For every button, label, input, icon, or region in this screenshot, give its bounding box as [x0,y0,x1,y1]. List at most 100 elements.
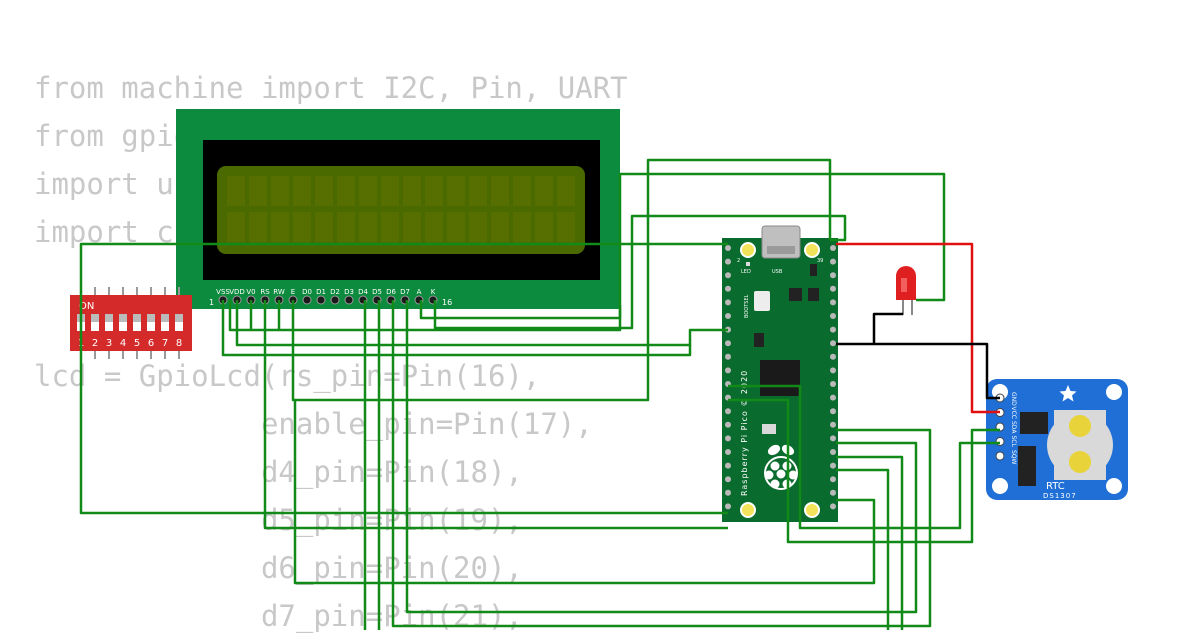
wire[interactable] [221,300,692,357]
wire[interactable] [728,398,1000,544]
pico-pin[interactable] [830,408,836,415]
dip-switch-lever-knob[interactable] [91,314,99,322]
lcd-cell [359,212,377,242]
pico-led-label: LED [741,269,751,275]
chip [808,288,819,301]
pico-pin[interactable] [830,367,836,374]
dip-switch-lever-knob[interactable] [147,314,155,322]
pico-pin[interactable] [830,462,836,469]
wire[interactable] [263,345,728,530]
pico-pin[interactable] [830,449,836,455]
pico-pin[interactable] [725,435,731,442]
pico-pin[interactable] [830,340,836,347]
wire[interactable] [79,330,728,515]
wire[interactable] [728,384,1000,530]
wire[interactable] [79,242,728,330]
dip-switch-lever[interactable] [91,314,99,331]
dip-switch-lever[interactable] [133,314,141,331]
wire[interactable] [433,214,847,330]
lcd-pin-label: VDD [229,288,245,296]
pico-pin[interactable] [725,408,731,415]
dip-switch-leg [178,351,180,359]
wire[interactable] [419,172,946,320]
dip-switch-lever[interactable] [105,314,113,331]
pico-pin[interactable] [830,476,836,483]
wire[interactable] [836,455,904,630]
pico-pin[interactable] [830,435,836,442]
dip-switch-lever-knob[interactable] [133,314,141,322]
pico-pin[interactable] [830,489,836,496]
rtc-mount-hole [992,478,1008,494]
dip-switch-lever-knob[interactable] [119,314,127,322]
pico-pin[interactable] [830,353,836,360]
lcd-pin[interactable] [330,295,340,305]
lcd-cell [337,176,355,206]
dip-switch-leg [136,287,138,295]
pico-pin[interactable] [725,272,731,279]
pico-pin[interactable] [830,299,836,306]
power-wire[interactable] [836,242,1000,414]
dip-switch-leg [108,287,110,295]
pico-pin[interactable] [725,503,731,510]
dip-switch-lever[interactable] [175,314,183,331]
dip-switch-lever-knob[interactable] [105,314,113,322]
pico-pin[interactable] [725,449,731,455]
wire[interactable] [391,300,932,628]
pico-pin[interactable] [830,503,836,510]
dip-switch-on-label: ON [79,301,94,312]
pico-pin[interactable] [830,272,836,279]
pico-pin[interactable] [830,285,836,292]
ground-wire[interactable] [836,342,1000,400]
pico-pin[interactable] [725,299,731,306]
dip-switch-lever-knob[interactable] [161,314,169,322]
bootsel-button[interactable] [754,291,770,311]
dip-switch-lever[interactable] [161,314,169,331]
dip-switch-lever-knob[interactable] [175,314,183,322]
pico-pin[interactable] [830,258,836,265]
rtc-pin[interactable] [995,451,1005,461]
pico-pin[interactable] [830,326,836,333]
red-led[interactable] [896,266,916,315]
pico-pin[interactable] [725,245,731,251]
lcd-pin[interactable] [344,295,354,305]
wire-layer[interactable] [79,158,1000,630]
pico-pin[interactable] [725,476,731,483]
pico-pin[interactable] [725,421,731,428]
rtc-pin[interactable] [995,437,1005,446]
pico-pin[interactable] [725,462,731,469]
raspberry-pi-pico[interactable]: 2 39 LED USB BOOTSEL Raspberry Pi Pico ©… [722,225,838,522]
lcd-pin[interactable] [316,295,326,305]
pico-pin[interactable] [725,367,731,374]
dip-switch-lever[interactable] [147,314,155,331]
crystal [1018,446,1036,486]
ground-wire[interactable] [872,312,903,344]
lcd-pin[interactable] [302,295,312,305]
pico-pin[interactable] [725,353,731,360]
dip-switch-lever[interactable] [119,314,127,331]
dip-switch-leg [150,287,152,295]
wire[interactable] [293,400,876,585]
code-line: enable_pin=Pin(17), [34,407,593,441]
pico-pin[interactable] [725,313,731,319]
lcd-cell [227,176,245,206]
pico-pin[interactable] [830,313,836,319]
wire[interactable] [836,468,890,630]
lcd-cell [315,176,333,206]
pico-pin[interactable] [830,421,836,428]
pico-pin[interactable] [725,340,731,347]
pico-pin[interactable] [725,489,731,496]
pico-pin[interactable] [830,394,836,401]
wire[interactable] [405,300,918,614]
pico-pin[interactable] [830,245,836,251]
wire[interactable] [291,158,832,402]
lcd-cell [535,212,553,242]
pico-pin[interactable] [725,285,731,292]
pico-pin[interactable] [830,381,836,387]
pico-pin[interactable] [725,258,731,265]
